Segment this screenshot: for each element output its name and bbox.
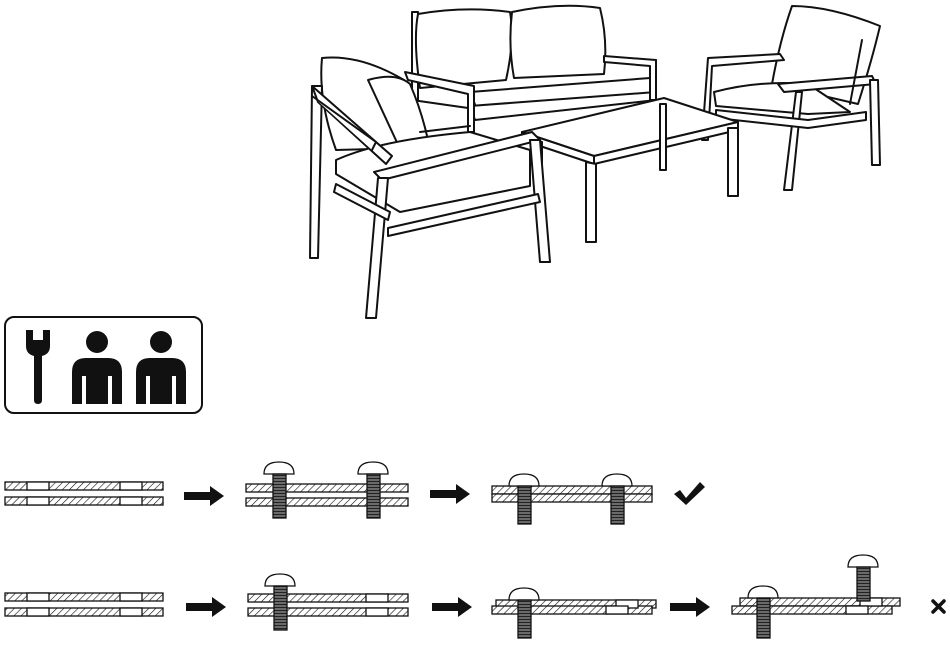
coffee-table xyxy=(522,98,738,242)
arrow-icon xyxy=(184,486,224,506)
bolt-instructions xyxy=(0,440,950,650)
arrow-icon xyxy=(670,597,710,617)
step-insert-one-bolt xyxy=(248,574,408,630)
requirements-panel xyxy=(4,316,203,414)
step-aligned-panels xyxy=(5,593,163,616)
checkmark-icon xyxy=(674,482,705,505)
cross-icon xyxy=(933,601,944,612)
wrench-icon xyxy=(24,328,52,406)
person-icon xyxy=(68,328,126,406)
step-tighten-bolts xyxy=(492,474,652,524)
step-insert-bolts xyxy=(246,462,408,518)
arrow-icon xyxy=(430,484,470,504)
step-tighten-single-bolt xyxy=(492,588,656,638)
furniture-set-illustration xyxy=(300,0,900,330)
person-icon xyxy=(132,328,190,406)
step-holes-misaligned xyxy=(732,555,900,638)
step-aligned-panels xyxy=(5,482,163,505)
correct-sequence xyxy=(5,462,705,524)
arrow-icon xyxy=(186,597,226,617)
incorrect-sequence xyxy=(5,555,944,638)
arrow-icon xyxy=(432,597,472,617)
